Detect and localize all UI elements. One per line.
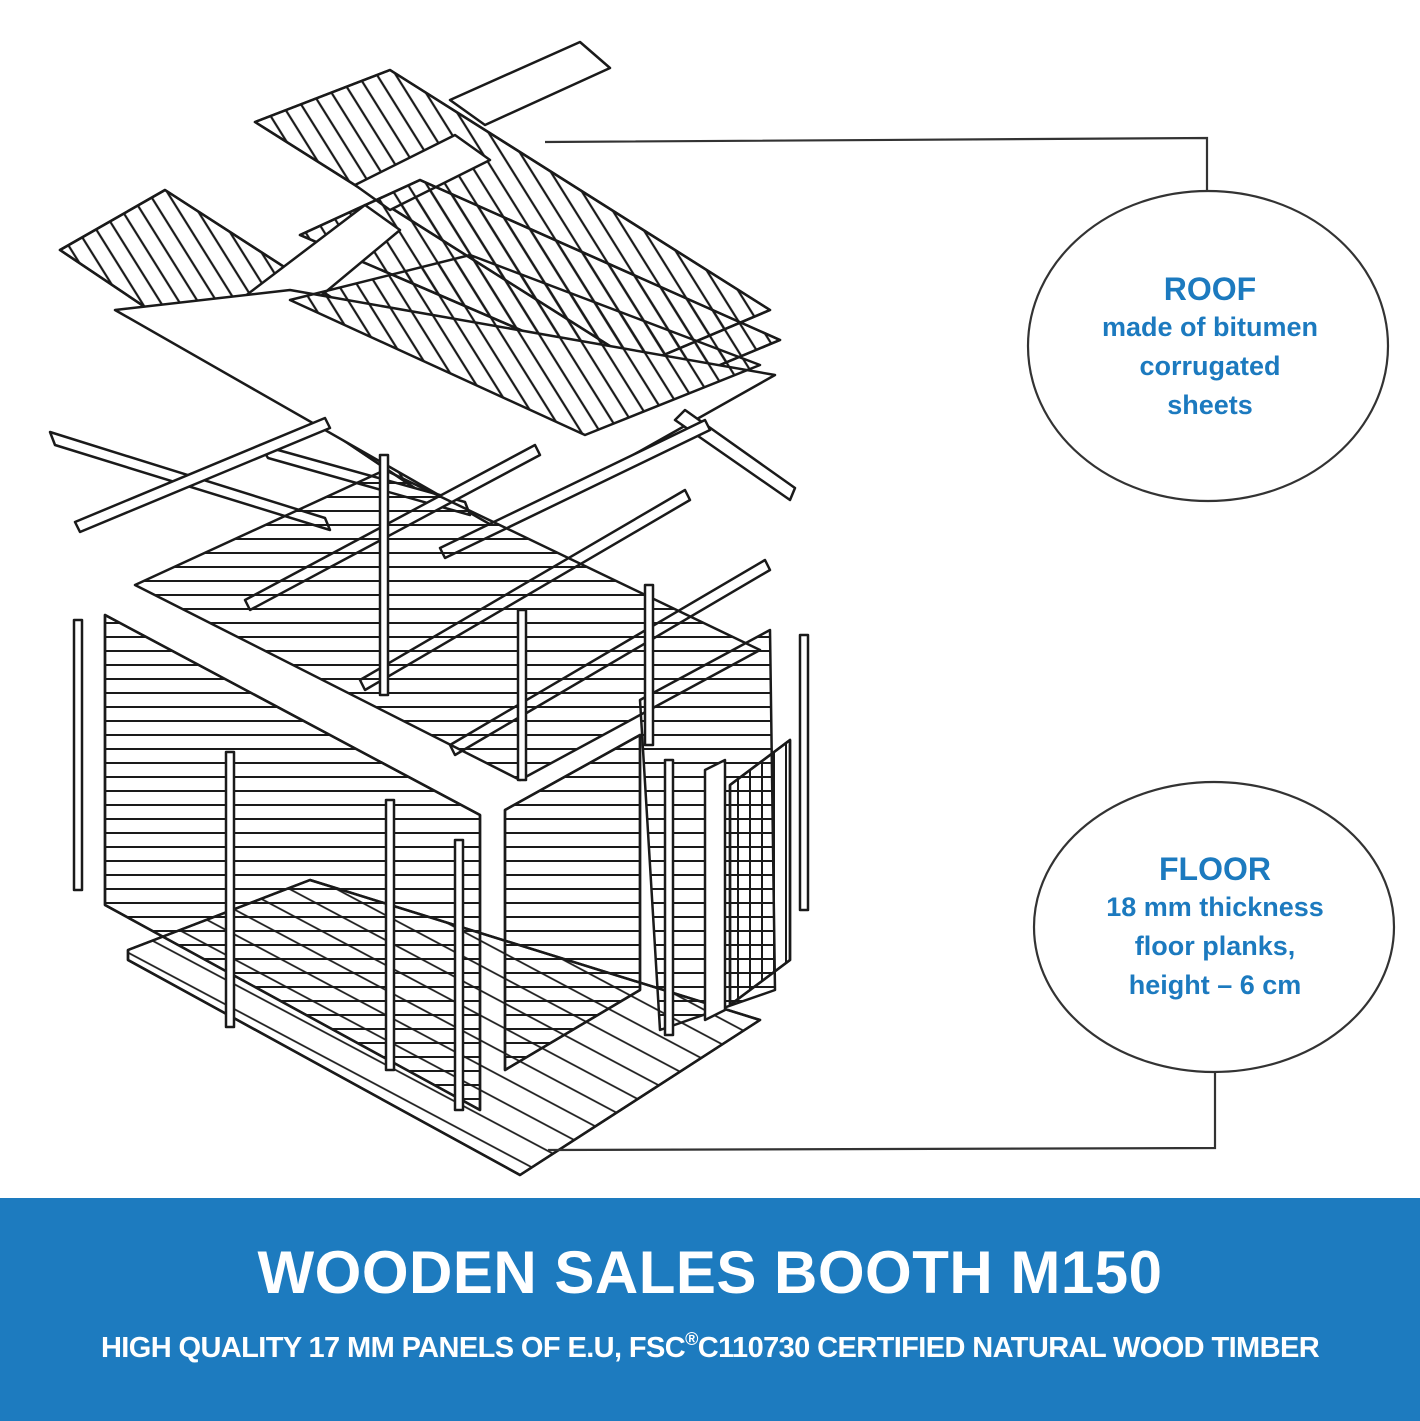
door-frame (703, 758, 727, 1022)
post-inner-2 (516, 608, 528, 782)
subtitle-text-continued: C110730 CERTIFIED NATURAL WOOD TIMBER (697, 1332, 1320, 1364)
post-4 (663, 758, 675, 1037)
front-wall-edge (103, 613, 482, 1112)
callout-connectors (544, 136, 1396, 1152)
post-inner-3 (643, 583, 655, 747)
roof-callout-line: made of bitumen (1101, 312, 1318, 342)
post-1 (224, 750, 236, 1029)
roof-callout: ROOF made of bitumen corrugated sheets (1030, 270, 1390, 425)
roof-leader-line (544, 136, 1209, 192)
walls-assembly (72, 453, 810, 1177)
post-inner-1 (378, 453, 390, 697)
floor-callout-title: FLOOR (1159, 851, 1271, 887)
purlin-1 (73, 416, 332, 534)
floor-callout-line: floor planks, (1134, 931, 1296, 961)
rafter-right (673, 408, 797, 502)
roof-assembly (48, 40, 797, 757)
post-3 (453, 838, 465, 1112)
door-edge (728, 738, 792, 1007)
floor-callout: FLOOR 18 mm thickness floor planks, heig… (1035, 850, 1395, 1005)
ridge-cap-top (448, 40, 612, 127)
roof-callout-circle (1026, 189, 1390, 503)
roof-callout-line: sheets (1167, 390, 1253, 420)
floor-callout-line: height – 6 cm (1128, 970, 1302, 1000)
side-wall-edge (503, 733, 642, 1072)
roof-board-sheet (288, 253, 762, 437)
post-2 (384, 798, 396, 1072)
registered-mark: ® (685, 1329, 698, 1349)
roof-callout-line: corrugated (1139, 351, 1281, 381)
roof-callout-title: ROOF (1163, 271, 1257, 307)
subtitle-text: HIGH QUALITY 17 MM PANELS OF E.U, FSC (100, 1332, 686, 1364)
corner-post-right (798, 633, 810, 912)
product-subtitle: HIGH QUALITY 17 MM PANELS OF E.U, FSC®C1… (0, 1328, 1420, 1368)
product-banner: WOODEN SALES BOOTH M150 HIGH QUALITY 17 … (0, 1198, 1420, 1421)
booth-exploded-drawing (48, 40, 1396, 1177)
floor-callout-circle (1032, 780, 1396, 1074)
product-title: WOODEN SALES BOOTH M150 (257, 1239, 1163, 1306)
floor-callout-line: 18 mm thickness (1106, 892, 1324, 922)
corner-post-left (72, 618, 84, 892)
floor-leader-line (547, 1072, 1217, 1152)
